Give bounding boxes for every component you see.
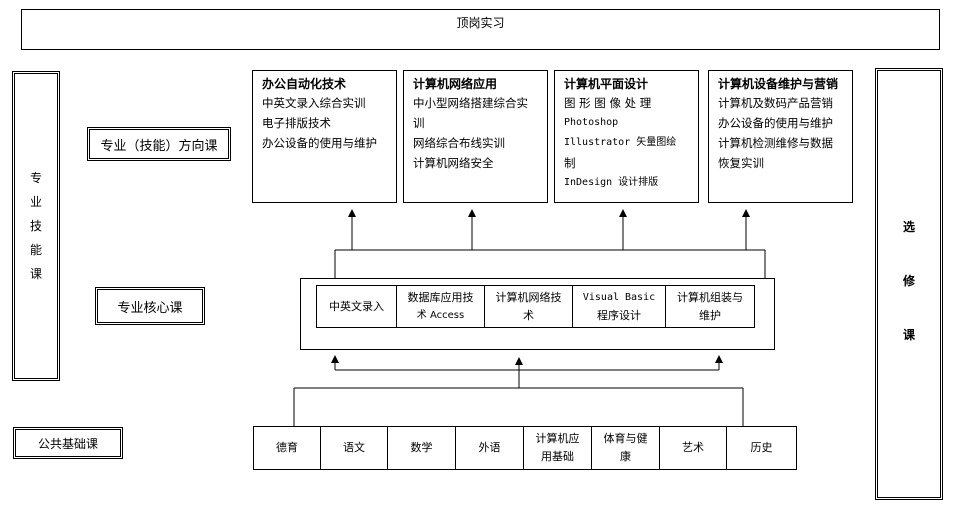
public-course-cell: 外语	[455, 426, 524, 470]
direction-course-line: 计算机及数码产品营销	[718, 96, 833, 110]
public-course-cell: 数学	[387, 426, 456, 470]
left-side-char: 专	[29, 171, 42, 185]
direction-course-line: 电子排版技术	[262, 116, 331, 130]
direction-course-line: 图 形 图 像 处 理	[564, 96, 652, 110]
public-course-text: 数学	[410, 441, 433, 454]
public-course-text: 历史	[750, 441, 773, 454]
direction-course-title: 计算机平面设计	[564, 77, 649, 91]
direction-course-line: 训	[413, 116, 425, 130]
direction-course-box: 计算机设备维护与营销 计算机及数码产品营销 办公设备的使用与维护 计算机检测维修…	[708, 70, 853, 203]
direction-course-line: 制	[564, 156, 576, 170]
public-course-text: 体育与健	[603, 432, 648, 445]
right-side-char: 修	[902, 274, 915, 288]
core-course-text: Visual Basic	[582, 291, 656, 303]
core-course-cell: 数据库应用技 术 Access	[396, 285, 485, 328]
direction-course-line: Photoshop	[564, 117, 619, 128]
core-course-text: 术	[523, 308, 534, 322]
direction-course-line: 办公设备的使用与维护	[718, 116, 833, 130]
direction-course-line: 办公设备的使用与维护	[262, 136, 377, 150]
public-course-cell: 艺术	[659, 426, 727, 470]
core-courses-container: 中英文录入 数据库应用技 术 Access 计算机网络技 术 Visual Ba…	[300, 278, 775, 350]
direction-course-title: 办公自动化技术	[262, 77, 347, 91]
core-category-text: 专业核心课	[117, 300, 183, 316]
core-course-text: 程序设计	[597, 308, 641, 322]
public-category-label: 公共基础课	[13, 427, 123, 459]
public-course-cell: 历史	[726, 426, 797, 470]
left-side-char: 能	[29, 243, 42, 257]
right-side-label: 选 修 课	[875, 68, 943, 500]
core-course-text: 数据库应用技	[407, 290, 474, 304]
direction-course-line: 中小型网络搭建综合实	[413, 96, 528, 110]
public-courses-row: 德育 语文 数学 外语 计算机应 用基础 体育与健 康 艺术 历史	[253, 426, 797, 470]
public-category-text: 公共基础课	[37, 436, 98, 451]
direction-course-line: 计算机检测维修与数据	[718, 136, 833, 150]
top-banner: 顶岗实习	[21, 9, 940, 50]
left-side-label: 专 业 技 能 课	[12, 71, 60, 381]
direction-course-line: 网络综合布线实训	[413, 136, 505, 150]
core-course-cell: Visual Basic 程序设计	[572, 285, 666, 328]
direction-course-line: 恢复实训	[718, 156, 764, 170]
core-course-text: 术 Access	[416, 309, 465, 321]
public-course-cell: 德育	[253, 426, 321, 470]
core-course-text: 维护	[699, 308, 721, 322]
public-course-cell: 计算机应 用基础	[523, 426, 592, 470]
public-course-text: 德育	[276, 441, 298, 454]
left-side-char: 技	[29, 219, 42, 233]
core-course-cell: 中英文录入	[316, 285, 397, 328]
direction-course-line: InDesign 设计排版	[564, 177, 659, 188]
direction-course-box: 办公自动化技术 中英文录入综合实训 电子排版技术 办公设备的使用与维护	[252, 70, 397, 203]
core-category-label: 专业核心课	[95, 287, 205, 325]
right-side-char: 课	[902, 328, 915, 342]
direction-course-line: 中英文录入综合实训	[262, 96, 366, 110]
core-course-text: 计算机网络技	[495, 290, 562, 304]
left-side-char: 课	[29, 267, 42, 281]
right-side-char: 选	[902, 220, 915, 234]
core-course-text: 计算机组装与	[677, 290, 743, 304]
public-course-text: 计算机应	[535, 432, 580, 445]
direction-course-box: 计算机网络应用 中小型网络搭建综合实 训 网络综合布线实训 计算机网络安全	[403, 70, 548, 203]
core-course-text: 中英文录入	[329, 299, 384, 313]
direction-category-label: 专业（技能）方向课	[87, 127, 231, 161]
direction-course-title: 计算机设备维护与营销	[718, 77, 839, 91]
direction-course-box: 计算机平面设计 图 形 图 像 处 理 Photoshop Illustrato…	[554, 70, 699, 203]
core-course-cell: 计算机组装与 维护	[665, 285, 755, 328]
public-course-cell: 语文	[320, 426, 388, 470]
public-course-cell: 体育与健 康	[591, 426, 660, 470]
direction-category-text: 专业（技能）方向课	[100, 138, 218, 154]
direction-course-title: 计算机网络应用	[413, 77, 498, 91]
core-course-cell: 计算机网络技 术	[484, 285, 573, 328]
public-course-text: 语文	[343, 441, 365, 454]
public-course-text: 康	[620, 450, 631, 463]
left-side-char: 业	[29, 195, 42, 209]
public-course-text: 外语	[478, 441, 501, 454]
public-course-text: 艺术	[682, 441, 704, 454]
top-banner-label: 顶岗实习	[456, 16, 505, 30]
public-course-text: 用基础	[541, 450, 574, 463]
direction-course-line: Illustrator 矢量图绘	[564, 137, 677, 148]
direction-course-line: 计算机网络安全	[413, 156, 494, 170]
